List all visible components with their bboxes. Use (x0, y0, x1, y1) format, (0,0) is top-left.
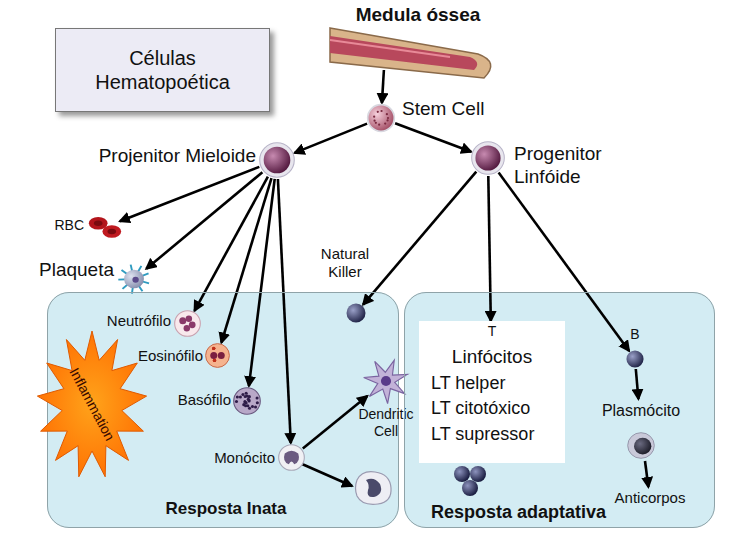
plasma-cell: Plasmócito (586, 399, 696, 461)
macrophage-arrow (302, 464, 352, 486)
dend-icon (363, 358, 409, 404)
stem-cell: Stem Cell (367, 104, 395, 132)
cell-label: Dendritic Cell (353, 406, 419, 440)
monocyte: Monócito (278, 444, 305, 471)
platelet: Plaqueta (118, 264, 150, 294)
stem-icon (367, 104, 395, 132)
cell-label: Progenitor Linfóide (514, 143, 644, 189)
cell-label: Eosinófilo (101, 347, 203, 365)
arrow-connector (303, 396, 368, 448)
cell-label: Stem Cell (402, 98, 512, 121)
natural-killer: Natural Killer (346, 303, 366, 323)
prog-icon (259, 142, 295, 178)
arrow-connector (645, 461, 648, 487)
cell-label: Neutrófilo (71, 312, 171, 330)
arrow-connector (382, 70, 384, 103)
cell-label: RBC (40, 217, 84, 234)
adaptive-response-panel: Resposta adaptativaTLinfócitosLT helperL… (404, 292, 715, 528)
prog-icon (471, 141, 505, 175)
arrow-connector (195, 177, 268, 311)
bone-drawing (330, 26, 495, 81)
arrow-connector (363, 172, 476, 305)
cell-label: Projenitor Mieloide (30, 145, 256, 168)
arrow-connector (395, 123, 471, 151)
eos-icon (205, 343, 230, 368)
inflammation-burst: Inflammation (36, 330, 148, 480)
bas-icon (233, 387, 261, 415)
plt-icon (118, 264, 150, 294)
myeloid-progenitor: Projenitor Mieloide (259, 142, 295, 178)
cell-label: Células Hematopoética (74, 46, 251, 94)
eosinophil: Eosinófilo (205, 343, 230, 368)
dark-icon (346, 303, 366, 323)
cell-label: B (619, 326, 651, 343)
cell-label: Plaqueta (14, 259, 114, 282)
neutrophil: Neutrófilo (174, 310, 201, 337)
mono-icon (278, 444, 305, 471)
lymphoid-progenitor: Progenitor Linfóide (471, 141, 505, 175)
plasma-icon (627, 432, 655, 459)
cell-label: Anticorpos (599, 489, 701, 507)
innate-panel-fill (47, 292, 399, 528)
arrow-connector (488, 176, 491, 321)
cell-label: LT supressor (423, 424, 561, 446)
rbc-icon (88, 212, 122, 242)
cell-label: T (423, 323, 561, 340)
cell-label: Monócito (177, 449, 275, 467)
cell-label: Resposta Inata (121, 499, 331, 519)
cell-label: Natural Killer (306, 245, 384, 281)
lymphocyte-cluster (454, 466, 486, 496)
arrow-connector (295, 124, 368, 153)
antibodies-box: Anticorpos (597, 487, 703, 511)
cell-label: LT helper (423, 373, 561, 395)
adaptive-panel-fill (404, 292, 715, 528)
cell-label: Medula óssea (318, 4, 518, 27)
arrow-connector (278, 179, 291, 443)
cell-label: LT citotóxico (423, 398, 561, 420)
title-box: Células Hematopoética (55, 28, 270, 112)
arrow-connector (249, 179, 275, 386)
cell-label: Basófilo (141, 391, 231, 409)
bone-marrow: Medula óssea (330, 32, 440, 70)
cell-label: Linfócitos (423, 346, 561, 369)
t-lymphocyte-box: T Linfócitos LT helper LT citotóxico LT supr… (419, 321, 565, 463)
neu-icon (174, 310, 201, 337)
macrophage-cell (356, 472, 392, 505)
arrow-connector (120, 167, 259, 221)
red-blood-cell: RBC (88, 212, 122, 242)
b-cell: B (626, 350, 644, 368)
cell-label: Plasmócito (586, 401, 696, 420)
dark-icon (626, 350, 644, 368)
arrow-connector (636, 369, 639, 399)
basophil: Basófilo (233, 387, 261, 415)
dendritic-cell: Dendritic Cell (363, 358, 409, 404)
